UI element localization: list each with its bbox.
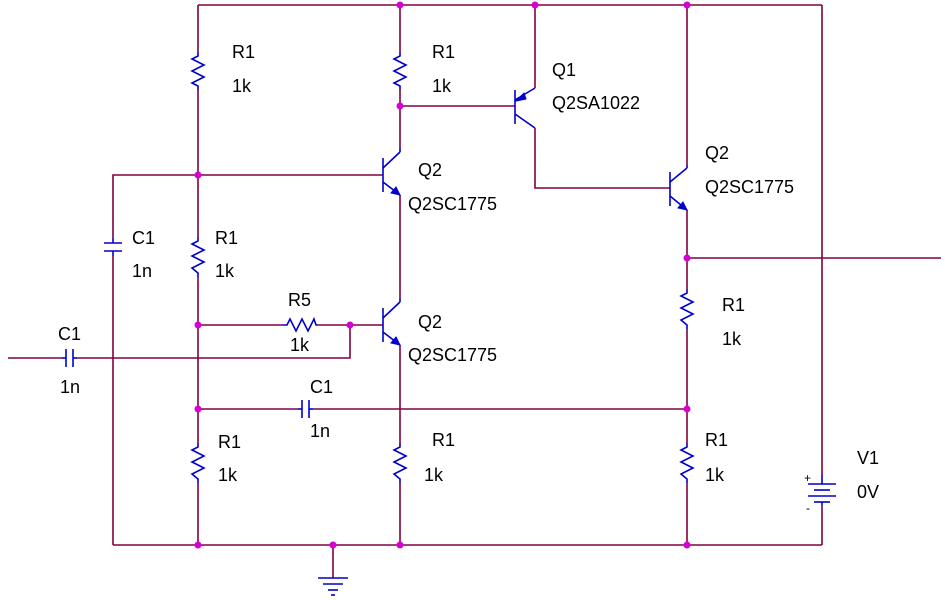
resistor-r5 bbox=[283, 316, 318, 333]
v1-minus-sign: - bbox=[806, 501, 810, 515]
component-labels: R1 1k R1 1k Q1 Q2SA1022 Q2 Q2SC1775 Q2 Q… bbox=[58, 42, 879, 502]
label-r1-bottom-mid-ref: R1 bbox=[432, 430, 455, 450]
label-q2-upper-ref: Q2 bbox=[418, 160, 442, 180]
capacitor-c1-left-vertical bbox=[104, 238, 122, 256]
label-r1-bottom-left-ref: R1 bbox=[218, 432, 241, 452]
resistor-r1-mid-left bbox=[190, 237, 206, 277]
wire-input-right bbox=[77, 325, 351, 359]
label-r1-right-mid-ref: R1 bbox=[722, 295, 745, 315]
label-v1-value: 0V bbox=[857, 482, 879, 502]
junction-dot bbox=[683, 405, 691, 413]
transistor-q1-pnp bbox=[514, 87, 536, 129]
wire-c1-left-top bbox=[112, 174, 198, 238]
label-c1-left-ref: C1 bbox=[132, 228, 155, 248]
junction-dot bbox=[683, 1, 691, 9]
voltage-source-v1 bbox=[808, 475, 836, 505]
resistors bbox=[190, 52, 695, 483]
label-r1-bottom-right-ref: R1 bbox=[705, 430, 728, 450]
label-v1-ref: V1 bbox=[857, 448, 879, 468]
label-r1-bottom-right-value: 1k bbox=[705, 465, 725, 485]
label-r1-bottom-mid-value: 1k bbox=[424, 465, 444, 485]
label-r1-top-left-ref: R1 bbox=[232, 42, 255, 62]
label-q2-lower-model: Q2SC1775 bbox=[408, 345, 497, 365]
label-c1-feedback-value: 1n bbox=[310, 421, 330, 441]
label-c1-input-ref: C1 bbox=[58, 324, 81, 344]
capacitor-c1-input bbox=[62, 349, 77, 367]
junction-dots bbox=[194, 1, 691, 549]
label-r1-mid-left-value: 1k bbox=[215, 261, 235, 281]
resistor-r1-top-left bbox=[190, 52, 206, 90]
label-r5-value: 1k bbox=[290, 335, 310, 355]
label-q2-output-model: Q2SC1775 bbox=[705, 177, 794, 197]
resistor-r1-bottom-left bbox=[190, 443, 206, 483]
junction-dot bbox=[396, 102, 404, 110]
junction-dot bbox=[194, 171, 202, 179]
resistor-r1-top-mid bbox=[392, 52, 408, 90]
label-r1-top-mid-ref: R1 bbox=[432, 42, 455, 62]
label-c1-input-value: 1n bbox=[60, 377, 80, 397]
v1-plus-sign: + bbox=[804, 471, 811, 485]
transistors bbox=[382, 87, 688, 346]
transistor-q2-lower-npn bbox=[382, 298, 401, 346]
label-q1-model: Q2SA1022 bbox=[552, 93, 640, 113]
resistor-r1-right-mid bbox=[679, 289, 695, 329]
wire-q1-collector bbox=[534, 128, 670, 189]
label-q2-upper-model: Q2SC1775 bbox=[408, 194, 497, 214]
junction-dot bbox=[194, 541, 202, 549]
resistor-r1-bottom-right bbox=[679, 443, 695, 483]
junction-dot bbox=[683, 541, 691, 549]
junction-dot bbox=[683, 254, 691, 262]
transistor-q2-upper-npn bbox=[382, 148, 401, 196]
label-r1-bottom-left-value: 1k bbox=[218, 465, 238, 485]
label-q2-output-ref: Q2 bbox=[705, 143, 729, 163]
junction-dot bbox=[329, 541, 337, 549]
label-c1-left-value: 1n bbox=[132, 261, 152, 281]
label-r1-top-mid-value: 1k bbox=[432, 76, 452, 96]
junction-dot bbox=[194, 405, 202, 413]
label-r1-mid-left-ref: R1 bbox=[215, 228, 238, 248]
wires bbox=[8, 4, 941, 578]
ground-icon bbox=[318, 577, 348, 596]
label-r1-right-mid-value: 1k bbox=[722, 329, 742, 349]
junction-dot bbox=[396, 541, 404, 549]
label-r5-ref: R5 bbox=[288, 290, 311, 310]
junction-dot bbox=[194, 321, 202, 329]
label-q2-lower-ref: Q2 bbox=[418, 312, 442, 332]
label-r1-top-left-value: 1k bbox=[232, 76, 252, 96]
junction-dot bbox=[531, 1, 539, 9]
resistor-r1-bottom-mid bbox=[392, 443, 408, 483]
capacitor-c1-feedback bbox=[298, 400, 313, 418]
junction-dot bbox=[346, 321, 354, 329]
capacitors bbox=[62, 238, 313, 418]
transistor-q2-output-npn bbox=[669, 165, 688, 211]
label-c1-feedback-ref: C1 bbox=[310, 377, 333, 397]
label-q1-ref: Q1 bbox=[552, 60, 576, 80]
junction-dot bbox=[396, 1, 404, 9]
